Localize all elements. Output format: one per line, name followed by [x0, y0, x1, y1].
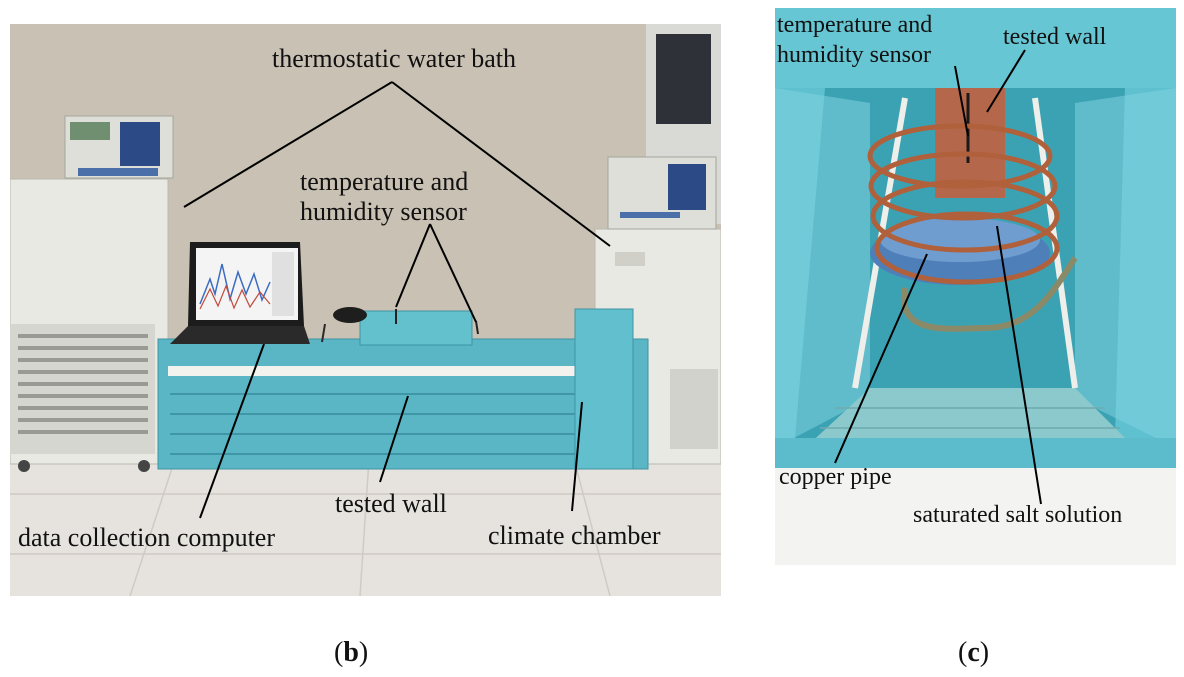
door-window [656, 34, 711, 124]
annotation-lines-c [834, 49, 1042, 505]
climate-chamber-box [157, 308, 649, 470]
tubing [900, 256, 1078, 332]
caption-c: (c) [958, 637, 990, 668]
label-c-sensor-line2: humidity sensor [777, 42, 931, 68]
label-sensor-line2: humidity sensor [300, 197, 467, 226]
side-panels [775, 88, 1176, 448]
annotation-lines [183, 81, 611, 519]
copper-coil [867, 123, 1060, 285]
chamber-interior-photo: temperature and humidity sensor tested w… [775, 8, 1176, 565]
laptop [170, 242, 310, 344]
label-tested-wall: tested wall [335, 489, 447, 518]
label-c-sensor-line1: temperature and [777, 12, 933, 38]
label-thermostatic-water-bath: thermostatic water bath [272, 44, 517, 73]
mouse [333, 307, 367, 323]
caption-b: (b) [334, 637, 369, 668]
label-c-saturated-salt-solution: saturated salt solution [913, 502, 1123, 528]
chamber-interior-illustration [775, 8, 1176, 565]
label-c-copper-pipe: copper pipe [779, 464, 892, 490]
label-sensor-line1: temperature and [300, 167, 469, 196]
label-climate-chamber: climate chamber [488, 521, 661, 550]
floor-outside [775, 468, 1176, 565]
lab-setup-photo: thermostatic water bath temperature and … [10, 24, 721, 596]
caption-c-letter: c [967, 637, 980, 668]
caption-b-letter: b [343, 637, 359, 668]
left-water-bath [10, 115, 174, 472]
chamber-floor [805, 388, 1135, 448]
label-data-collection-computer: data collection computer [18, 523, 276, 552]
lab-setup-illustration [10, 24, 721, 596]
label-c-tested-wall: tested wall [1003, 24, 1107, 50]
